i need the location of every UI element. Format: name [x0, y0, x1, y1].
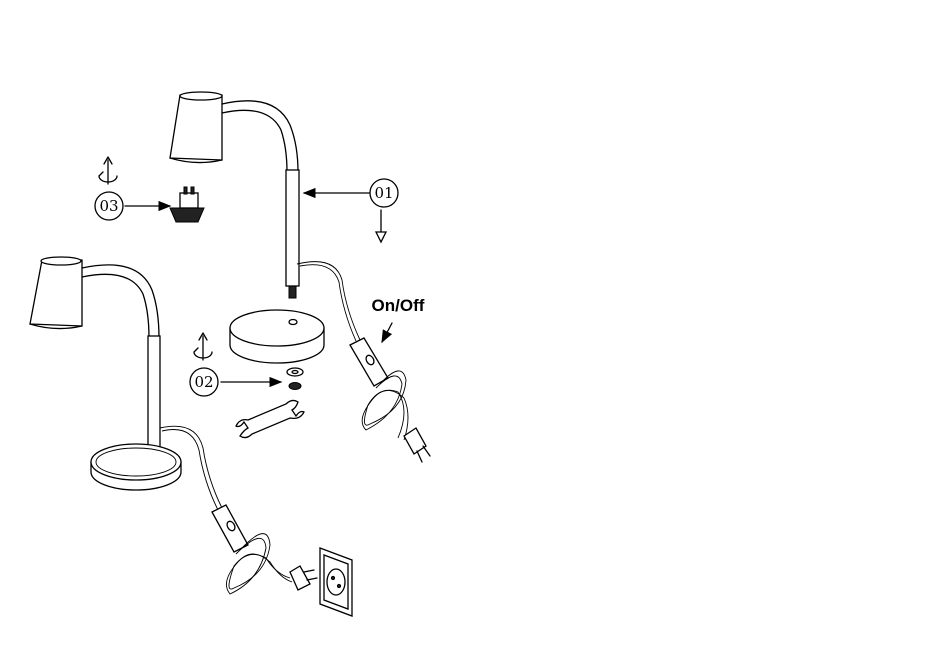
lamp-shade-exploded	[170, 92, 222, 163]
step-01-label: 01	[374, 184, 393, 202]
coiled-cable-upper	[362, 371, 408, 440]
wrench-icon	[236, 400, 304, 437]
plug-icon	[290, 566, 317, 590]
step-01-callout: 01	[304, 179, 398, 207]
gooseneck-arm-assembled	[82, 265, 160, 450]
exploded-lamp: 01 On/Off 03	[95, 92, 430, 462]
gu10-bulb-icon	[170, 187, 204, 222]
inline-switch-lower	[212, 505, 248, 552]
rotate-screw-icon-02	[194, 333, 212, 360]
step-03-callout: 03	[95, 192, 170, 220]
rotate-screw-icon-03	[99, 157, 117, 184]
wall-socket-icon	[320, 548, 352, 616]
inline-switch-upper	[350, 338, 388, 386]
lamp-shade-assembled	[30, 257, 82, 329]
step-02-label: 02	[194, 373, 213, 391]
plug-upper	[404, 428, 430, 462]
lamp-base-assembled	[91, 444, 181, 490]
assembled-lamp	[30, 257, 352, 616]
step-02-callout: 02	[190, 368, 281, 396]
lamp-base-exploded	[230, 310, 324, 363]
on-off-callout: On/Off	[372, 296, 425, 342]
washer-and-nut	[287, 368, 303, 390]
step-03-label: 03	[99, 197, 118, 215]
gooseneck-arm-exploded	[222, 101, 299, 298]
down-arrow-icon	[376, 210, 386, 242]
on-off-label: On/Off	[372, 296, 425, 315]
